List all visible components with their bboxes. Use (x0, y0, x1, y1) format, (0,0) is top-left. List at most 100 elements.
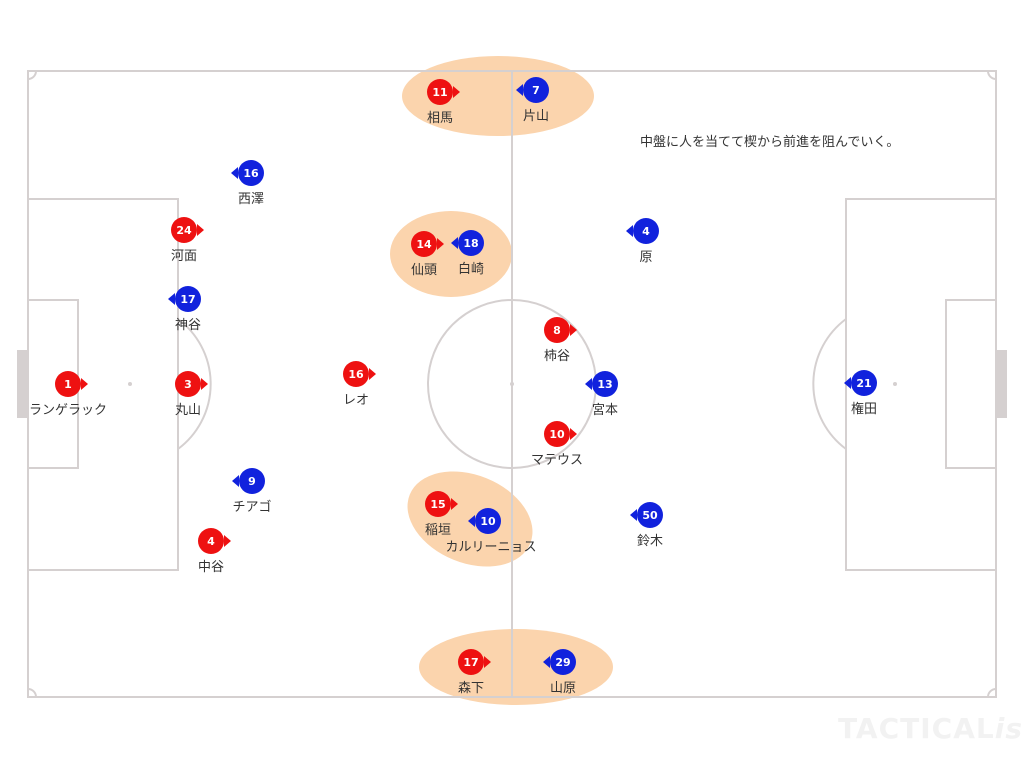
player-name: 山原 (550, 681, 576, 696)
player-name: マテウス (531, 453, 583, 468)
player-number: 29 (555, 656, 570, 669)
player-marker (544, 421, 570, 447)
watermark-suffix: ista (994, 712, 1024, 745)
player-token: 8 柿谷 (544, 317, 577, 364)
direction-arrow-icon (451, 237, 458, 249)
player-marker (458, 230, 484, 256)
player-name: 原 (639, 250, 652, 265)
direction-arrow-icon (543, 656, 550, 668)
player-number: 14 (416, 238, 432, 251)
player-number: 10 (480, 515, 496, 528)
player-marker (55, 371, 81, 397)
player-marker (425, 491, 451, 517)
right-goal (996, 350, 1007, 418)
player-marker (175, 371, 201, 397)
right-penalty-arc (812, 318, 847, 450)
direction-arrow-icon (484, 656, 491, 668)
highlight-zone-bottom (419, 629, 613, 705)
direction-arrow-icon (570, 428, 577, 440)
player-marker (458, 649, 484, 675)
player-token: 7 片山 (516, 77, 549, 124)
player-marker (343, 361, 369, 387)
direction-arrow-icon (516, 84, 523, 96)
player-name: 稲垣 (425, 523, 451, 538)
player-marker (544, 317, 570, 343)
player-token: 13 宮本 (585, 371, 618, 418)
player-token: 18 白崎 (451, 230, 484, 277)
center-spot (510, 382, 514, 386)
player-number: 10 (549, 428, 565, 441)
highlight-zone-center-left (390, 211, 512, 297)
player-number: 18 (463, 237, 478, 250)
corner-arc-top-right (987, 70, 997, 80)
player-number: 15 (430, 498, 445, 511)
watermark-logo: TACTICALista (838, 712, 1024, 745)
player-name: 相馬 (427, 111, 453, 126)
corner-arc-bottom-right (987, 688, 997, 698)
player-marker (238, 160, 264, 186)
player-marker (851, 370, 877, 396)
direction-arrow-icon (630, 509, 637, 521)
tactical-annotation: 中盤に人を当てて楔から前進を阻んでいく。 (640, 135, 900, 150)
player-token: 4 中谷 (198, 528, 231, 575)
player-name: カルリーニョス (445, 540, 536, 555)
player-number: 50 (642, 509, 658, 522)
player-number: 13 (597, 378, 612, 391)
direction-arrow-icon (231, 167, 238, 179)
player-name: 丸山 (175, 403, 201, 418)
watermark-main: TACTICAL (838, 712, 995, 745)
player-token: 15 稲垣 (425, 491, 458, 538)
player-name: 片山 (523, 109, 549, 124)
player-number: 3 (184, 378, 192, 391)
player-marker (475, 508, 501, 534)
player-token: 10 カルリーニョス (445, 508, 537, 555)
player-marker (550, 649, 576, 675)
player-name: 宮本 (592, 402, 618, 418)
left-goal (17, 350, 28, 418)
player-token: 11 相馬 (427, 79, 460, 126)
player-name: 河面 (171, 249, 197, 264)
player-number: 4 (642, 225, 650, 238)
direction-arrow-icon (844, 377, 851, 389)
player-token: 3 丸山 (175, 371, 208, 418)
player-marker (239, 468, 265, 494)
player-marker (175, 286, 201, 312)
player-number: 9 (248, 475, 256, 488)
direction-arrow-icon (81, 378, 88, 390)
direction-arrow-icon (453, 86, 460, 98)
player-name: 中谷 (198, 560, 224, 575)
player-number: 8 (553, 324, 561, 337)
player-name: 白崎 (458, 261, 484, 277)
player-marker (637, 502, 663, 528)
player-token: 10 マテウス (531, 421, 583, 468)
player-token: 4原 (626, 218, 659, 265)
player-name: 西澤 (238, 192, 264, 207)
player-marker (592, 371, 618, 397)
player-number: 4 (207, 535, 215, 548)
direction-arrow-icon (468, 515, 475, 527)
direction-arrow-icon (197, 224, 204, 236)
pitch-marks (17, 350, 1007, 418)
left-penalty-arc (177, 318, 212, 450)
player-number: 1 (64, 378, 72, 391)
player-marker (427, 79, 453, 105)
player-number: 17 (180, 293, 195, 306)
direction-arrow-icon (585, 378, 592, 390)
direction-arrow-icon (437, 238, 444, 250)
player-number: 11 (432, 86, 447, 99)
player-name: 柿谷 (544, 348, 570, 364)
player-number: 7 (532, 84, 540, 97)
left-penalty-spot (128, 382, 132, 386)
player-name: 権田 (851, 401, 877, 417)
player-marker (198, 528, 224, 554)
right-penalty-spot (893, 382, 897, 386)
player-number: 21 (856, 377, 871, 390)
direction-arrow-icon (224, 535, 231, 547)
players-layer: 1ランゲラック3丸山24河面4中谷16レオ14仙頭15稲垣11相馬17森下8柿谷… (29, 77, 877, 696)
direction-arrow-icon (570, 324, 577, 336)
